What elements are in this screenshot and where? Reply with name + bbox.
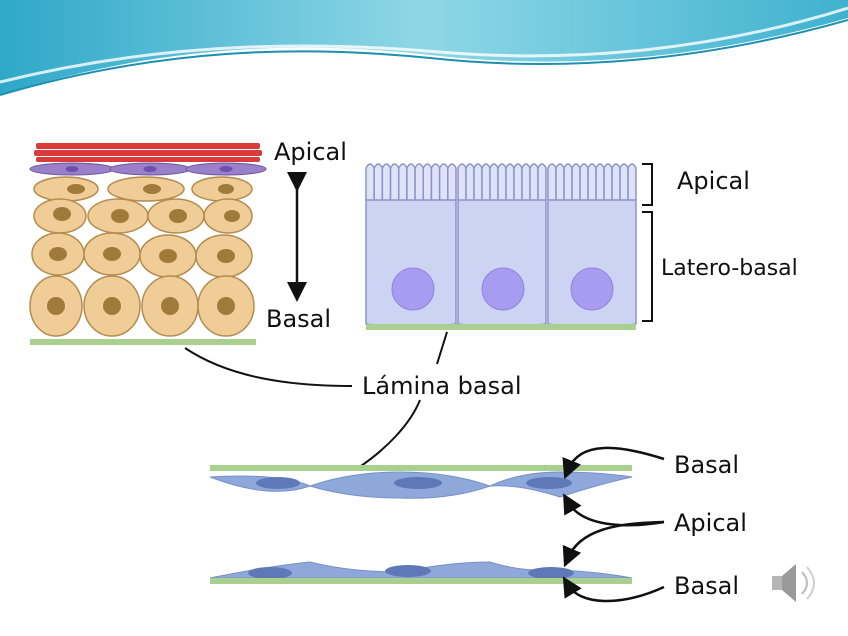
columnar-lamina <box>366 324 636 330</box>
stratified-apical-label: Apical <box>274 138 347 166</box>
squamous-basal-top-label: Basal <box>674 451 739 479</box>
stratified-cells <box>29 176 255 337</box>
stratified-epithelium <box>29 143 267 345</box>
columnar-epithelium <box>365 163 637 330</box>
squamous-arrows <box>562 446 665 603</box>
flattened-cells <box>29 162 267 176</box>
squamous-apical-label: Apical <box>674 509 747 537</box>
columnar-nuclei <box>391 267 614 311</box>
microvilli <box>365 163 637 200</box>
columnar-apical-label: Apical <box>677 167 750 195</box>
lamina-leader-lines <box>184 331 448 469</box>
stratified-lamina <box>30 339 256 345</box>
squamous-top-lamina <box>210 465 632 471</box>
columnar-laterobasal-bracket <box>642 211 653 322</box>
squamous-basal-bottom-label: Basal <box>674 572 739 600</box>
columnar-apical-bracket <box>642 163 653 206</box>
speaker-icon[interactable] <box>772 564 815 602</box>
squamous-layer-top <box>209 465 633 499</box>
columnar-laterobasal-label: Latero-basal <box>661 256 798 281</box>
squamous-bottom-lamina <box>210 578 632 584</box>
header-wave <box>0 0 848 96</box>
squamous-layer-bottom <box>209 561 633 584</box>
stratified-basal-label: Basal <box>266 305 331 333</box>
lamina-basal-label: Lámina basal <box>362 372 522 400</box>
keratin-layer <box>34 143 262 162</box>
